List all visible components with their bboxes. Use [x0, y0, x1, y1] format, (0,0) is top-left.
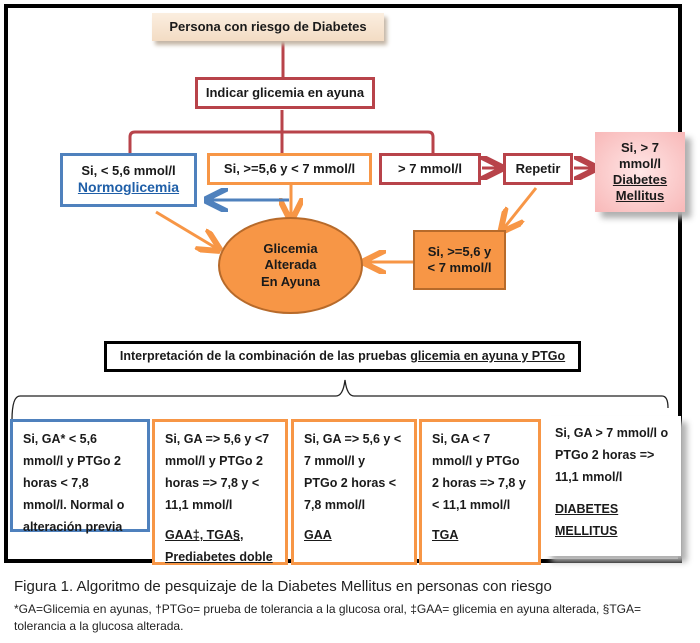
interpretation-header: Interpretación de la combinación de las … — [104, 341, 581, 372]
cell-result: GAA‡, TGA§, — [165, 528, 244, 542]
indicate-label: Indicar glicemia en ayuna — [205, 84, 365, 100]
diabetes-line1: Si, > 7 — [621, 139, 659, 155]
cell-line: mmol/l y PTGo — [432, 454, 520, 468]
indicate-node: Indicar glicemia en ayuna — [195, 77, 375, 109]
repeat-label: Repetir — [515, 160, 561, 176]
repeat-mid-line2: < 7 mmol/l — [427, 260, 492, 275]
result-cell-diabetes: Si, GA > 7 mmol/l o PTGo 2 horas => 11,1… — [545, 416, 681, 556]
cell-result: TGA — [432, 528, 459, 542]
repeat-mid-line1: Si, >=5,6 y — [427, 243, 492, 259]
cell-line: 11,1 mmol/l — [165, 498, 233, 512]
cell-line: mmol/l. Normal o — [23, 498, 125, 512]
result-cell-prediabetes: Si, GA => 5,6 y <7 mmol/l y PTGo 2 horas… — [152, 419, 288, 565]
cell-line: mmol/l y PTGo 2 — [23, 454, 121, 468]
cell-line: Si, GA => 5,6 y <7 — [165, 432, 270, 446]
result-cell-tga: Si, GA < 7 mmol/l y PTGo 2 horas => 7,8 … — [419, 419, 541, 565]
cell-line: PTGo 2 horas => — [555, 448, 655, 462]
cell-line: 7 mmol/l y — [304, 454, 366, 468]
cell-result: GAA — [304, 528, 332, 542]
interpretation-title: Interpretación de la combinación de las … — [119, 348, 411, 363]
normal-node: Si, < 5,6 mmol/l Normoglicemia — [60, 153, 197, 207]
cell-line: mmol/l y PTGo 2 — [165, 454, 263, 468]
cell-line: Si, GA < 7 — [432, 432, 491, 446]
middle-label: Si, >=5,6 y < 7 mmol/l — [223, 160, 356, 176]
cell-line: 11,1 mmol/l — [555, 470, 623, 484]
altered-node: Glicemia Alterada En Ayuna — [218, 217, 363, 314]
result-cell-normal: Si, GA* < 5,6 mmol/l y PTGo 2 horas < 7,… — [10, 419, 150, 534]
interpretation-title-tests: glicemia en ayuna y PTGo — [410, 348, 566, 363]
cell-line: 7,8 mmol/l — [304, 498, 366, 512]
cell-line: alteración previa — [23, 520, 123, 534]
result-cell-gaa: Si, GA => 5,6 y < 7 mmol/l y PTGo 2 hora… — [291, 419, 417, 565]
altered-line2: Alterada — [264, 257, 317, 273]
repeat-mid-node: Si, >=5,6 y < 7 mmol/l — [413, 230, 506, 290]
normoglicemia-link[interactable]: Normoglicemia — [77, 179, 180, 196]
cell-line: horas => 7,8 y < — [165, 476, 260, 490]
diabetes-line3: Diabetes — [612, 172, 668, 187]
diabetes-node: Si, > 7 mmol/l Diabetes Mellitus — [595, 132, 685, 212]
figure-caption: Figura 1. Algoritmo de pesquizaje de la … — [14, 578, 552, 595]
repeat-node: Repetir — [503, 153, 573, 185]
start-node: Persona con riesgo de Diabetes — [152, 13, 384, 41]
normal-condition: Si, < 5,6 mmol/l — [81, 163, 176, 179]
high-label: > 7 mmol/l — [398, 160, 462, 176]
cell-line: Si, GA* < 5,6 — [23, 432, 97, 446]
cell-line: 2 horas => 7,8 y — [432, 476, 526, 490]
altered-line1: Glicemia — [263, 241, 318, 257]
start-label: Persona con riesgo de Diabetes — [169, 18, 367, 34]
diabetes-line4: Mellitus — [615, 188, 665, 204]
middle-node: Si, >=5,6 y < 7 mmol/l — [207, 153, 372, 185]
diabetes-line2: mmol/l — [619, 155, 661, 171]
cell-line: Si, GA > 7 mmol/l o — [555, 426, 669, 440]
cell-line: horas < 7,8 — [23, 476, 89, 490]
cell-result: MELLITUS — [555, 524, 618, 538]
cell-line: Si, GA => 5,6 y < — [304, 432, 402, 446]
cell-result: Prediabetes doble — [165, 550, 273, 564]
high-node: > 7 mmol/l — [379, 153, 481, 185]
cell-line: < 11,1 mmol/l — [432, 498, 511, 512]
cell-line: PTGo 2 horas < — [304, 476, 397, 490]
altered-line3: En Ayuna — [261, 273, 320, 289]
cell-result: DIABETES — [555, 502, 619, 516]
figure-footnote: *GA=Glicemia en ayunas, †PTGo= prueba de… — [14, 602, 642, 633]
